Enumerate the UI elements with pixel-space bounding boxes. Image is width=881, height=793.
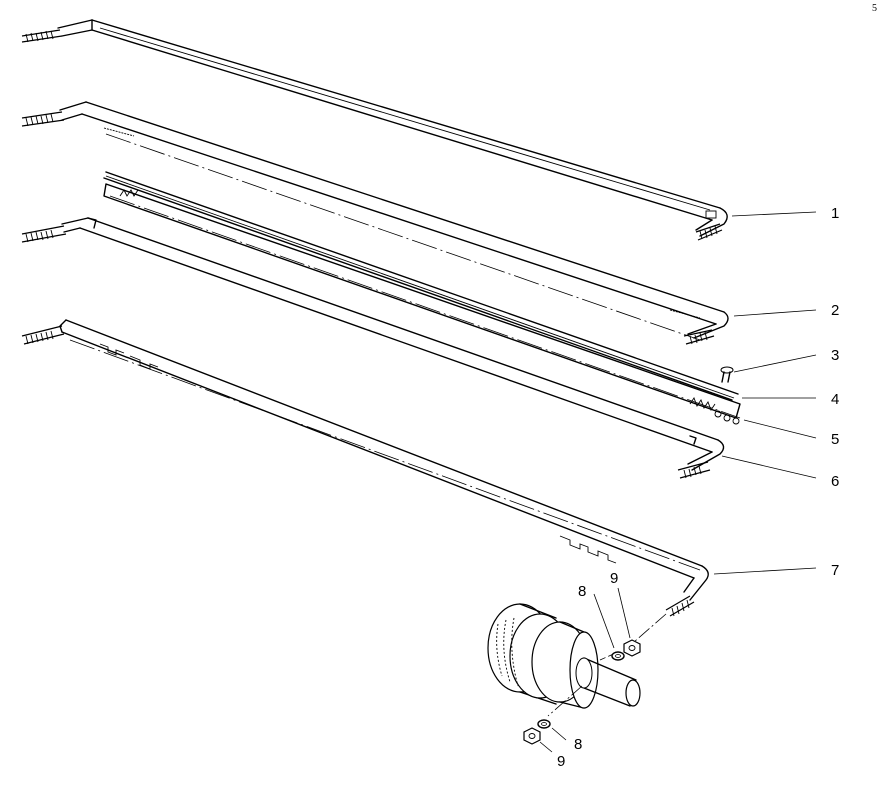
part-1-rod bbox=[21, 19, 728, 241]
callout-9-bottom: 9 bbox=[557, 753, 565, 770]
centerline-7 bbox=[69, 339, 701, 571]
centerline-2 bbox=[105, 133, 701, 341]
callout-8-bottom: 8 bbox=[574, 736, 582, 753]
roller-assembly bbox=[487, 603, 641, 717]
part-9-nut-bottom bbox=[523, 727, 541, 745]
callout-1: 1 bbox=[831, 205, 839, 222]
part-2-rod bbox=[21, 101, 729, 345]
part-8-washer-bottom bbox=[537, 719, 551, 729]
callout-6: 6 bbox=[831, 473, 839, 490]
leader-lines bbox=[539, 211, 817, 753]
callout-3: 3 bbox=[831, 347, 839, 364]
part-8-washer-top bbox=[611, 651, 625, 661]
centerline-4 bbox=[109, 195, 741, 419]
part-7-rod bbox=[21, 319, 709, 643]
part-3-rivet bbox=[720, 366, 734, 383]
callout-9-top: 9 bbox=[610, 570, 618, 587]
part-5-toothed-blade bbox=[103, 183, 741, 425]
page-marker: 5 bbox=[872, 3, 877, 14]
part-4-blade bbox=[103, 171, 739, 401]
part-6-rod bbox=[21, 217, 725, 479]
callout-2: 2 bbox=[831, 302, 839, 319]
callout-7: 7 bbox=[831, 562, 839, 579]
callout-5: 5 bbox=[831, 431, 839, 448]
callout-8-top: 8 bbox=[578, 583, 586, 600]
callout-4: 4 bbox=[831, 391, 839, 408]
part-9-nut-top bbox=[623, 639, 641, 657]
